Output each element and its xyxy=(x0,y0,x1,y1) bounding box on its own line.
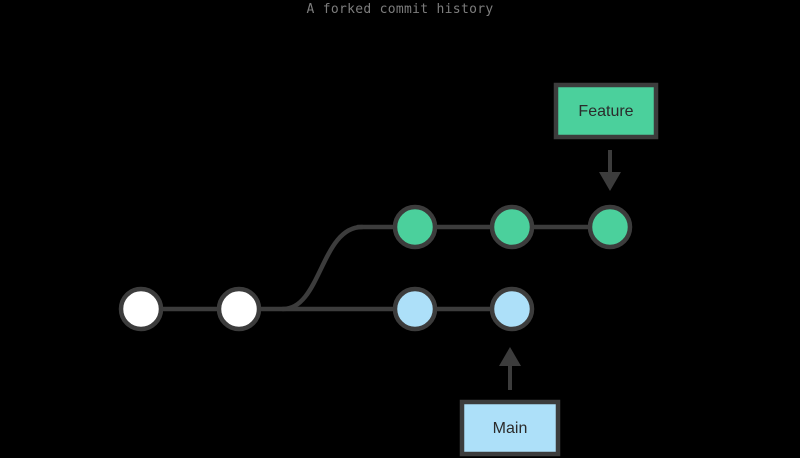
feature-label-text: Feature xyxy=(578,103,633,120)
feature-label-box[interactable] xyxy=(553,82,659,140)
main-arrow-icon xyxy=(499,347,521,390)
main-label-box[interactable] xyxy=(459,399,561,457)
commit-root-2[interactable] xyxy=(216,286,262,332)
commit-main-1[interactable] xyxy=(392,286,438,332)
page-title: A forked commit history xyxy=(306,2,494,17)
fork-curve xyxy=(280,224,365,312)
commit-feature-2[interactable] xyxy=(489,204,535,250)
commit-main-2[interactable] xyxy=(489,286,535,332)
main-label-text: Main xyxy=(493,420,528,437)
commit-root-1[interactable] xyxy=(118,286,164,332)
commit-feature-1[interactable] xyxy=(392,204,438,250)
feature-arrow-icon xyxy=(599,150,621,191)
commit-feature-3[interactable] xyxy=(587,204,633,250)
